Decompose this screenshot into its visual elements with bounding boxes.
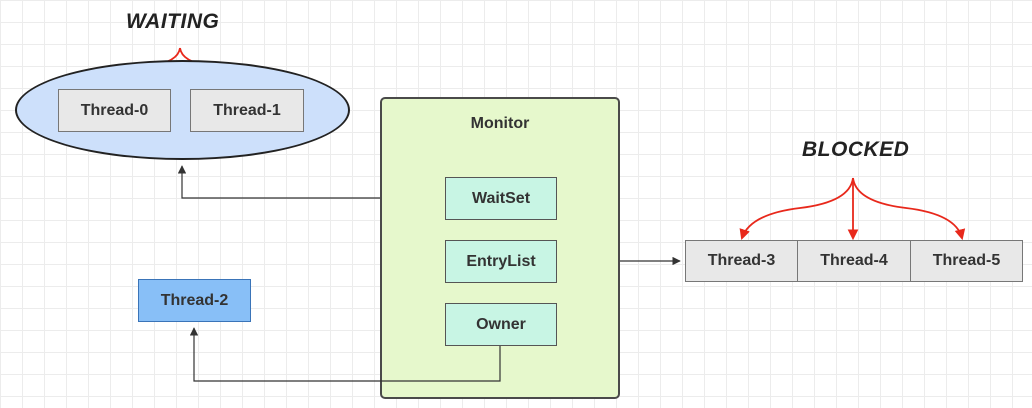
blocked-label: BLOCKED — [802, 138, 910, 161]
waiting-label: WAITING — [126, 10, 220, 33]
thread-1-box: Thread-1 — [190, 89, 304, 132]
entrylist-box: EntryList — [445, 240, 557, 283]
thread-4-box: Thread-4 — [797, 240, 911, 282]
thread-0-box: Thread-0 — [58, 89, 171, 132]
monitor-title: Monitor — [470, 115, 530, 132]
thread-5-box: Thread-5 — [910, 240, 1023, 282]
waitset-connector — [177, 165, 445, 199]
thread-3-box: Thread-3 — [685, 240, 798, 282]
waitset-box: WaitSet — [445, 177, 557, 220]
owner-box: Owner — [445, 303, 557, 346]
thread-2-box: Thread-2 — [138, 279, 251, 322]
blocked-arrows — [739, 177, 966, 241]
